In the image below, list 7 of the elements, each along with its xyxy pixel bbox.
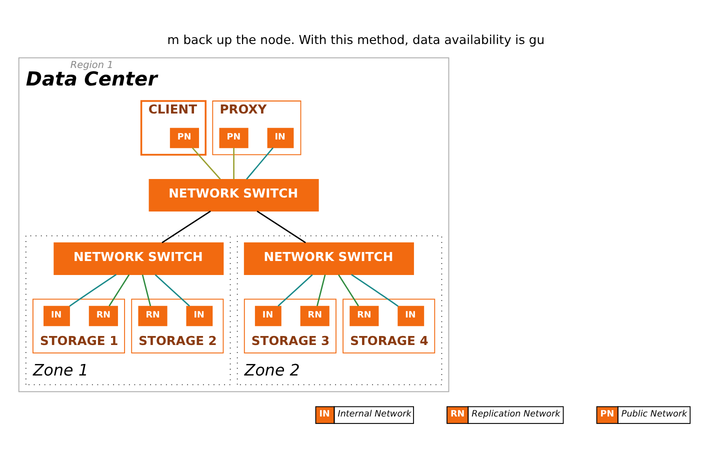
caption: m back up the node. With this method, data availability is gu xyxy=(167,32,545,46)
label: Internal Network xyxy=(338,408,412,419)
label: Replication Network xyxy=(472,408,560,419)
label: IN xyxy=(319,408,330,419)
label: RN xyxy=(450,408,465,419)
label: PN xyxy=(600,408,614,419)
label: Public Network xyxy=(621,408,688,419)
